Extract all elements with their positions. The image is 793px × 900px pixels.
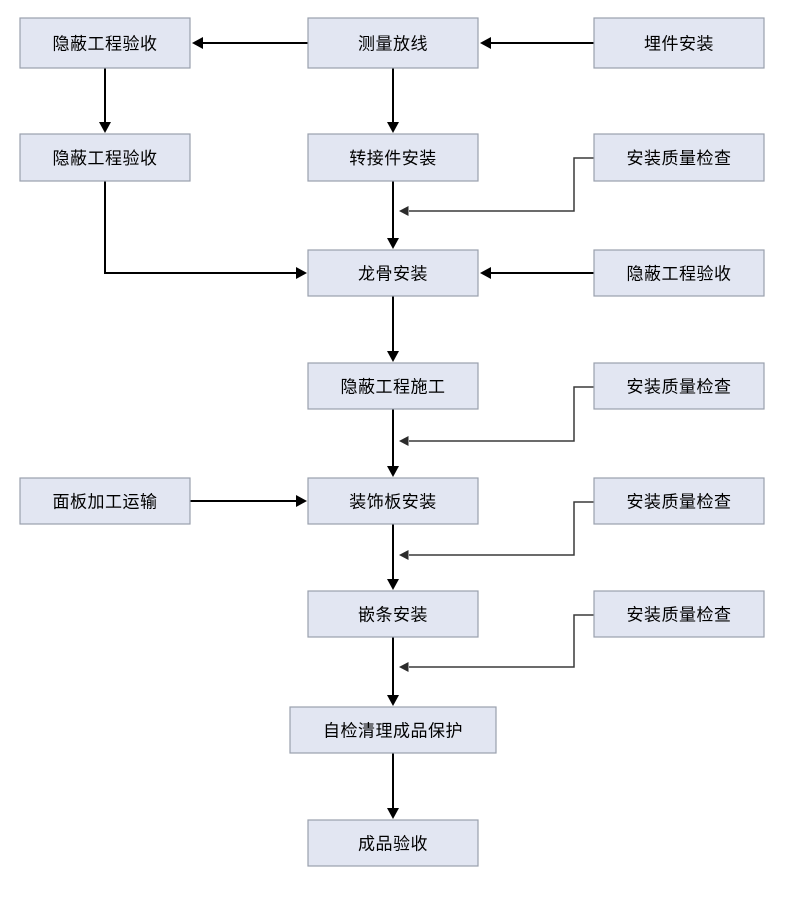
flow-node[interactable]: 转接件安装: [307, 133, 479, 182]
node-box[interactable]: [593, 590, 765, 638]
flow-node[interactable]: 面板加工运输: [19, 477, 191, 525]
arrowhead-icon: [387, 238, 399, 249]
flow-node[interactable]: 埋件安装: [593, 17, 765, 69]
node-label: 隐蔽工程验收: [53, 149, 158, 168]
node-box[interactable]: [307, 133, 479, 182]
arrowhead-icon: [387, 122, 399, 133]
flow-node[interactable]: 隐蔽工程验收: [593, 249, 765, 297]
node-box[interactable]: [19, 477, 191, 525]
node-label: 龙骨安装: [358, 265, 428, 284]
node-box[interactable]: [593, 362, 765, 410]
flow-node[interactable]: 隐蔽工程验收: [19, 133, 191, 182]
arrowhead-icon: [387, 695, 399, 706]
node-label: 装饰板安装: [349, 493, 437, 512]
node-label: 埋件安装: [644, 35, 714, 54]
node-box[interactable]: [307, 362, 479, 410]
arrowhead-icon: [399, 206, 409, 216]
flow-edge-n13-to-n12: [399, 501, 594, 560]
flow-node[interactable]: 安装质量检查: [593, 133, 765, 182]
arrowhead-icon: [387, 351, 399, 362]
flow-node[interactable]: 安装质量检查: [593, 590, 765, 638]
node-box[interactable]: [307, 819, 479, 867]
arrowhead-icon: [399, 436, 409, 446]
edge-layer: [99, 37, 594, 819]
node-box[interactable]: [593, 133, 765, 182]
flow-edge-n4-to-n7: [104, 181, 307, 279]
edge-line: [409, 157, 594, 212]
node-label: 嵌条安装: [358, 606, 428, 625]
flow-edge-n7-to-n9: [387, 296, 399, 362]
flow-edge-n2-to-n1: [192, 37, 308, 49]
flow-edge-n12-to-n14: [387, 524, 399, 590]
node-box[interactable]: [593, 249, 765, 297]
arrowhead-icon: [480, 267, 491, 279]
arrowhead-icon: [399, 662, 409, 672]
flow-node[interactable]: 安装质量检查: [593, 477, 765, 525]
node-label: 隐蔽工程施工: [341, 378, 446, 397]
node-layer: 隐蔽工程验收测量放线埋件安装隐蔽工程验收转接件安装安装质量检查龙骨安装隐蔽工程验…: [19, 17, 765, 867]
flow-edge-n6-to-n5: [399, 157, 594, 216]
flow-node[interactable]: 龙骨安装: [307, 249, 479, 297]
flow-edge-n9-to-n12: [387, 409, 399, 477]
node-label: 成品验收: [358, 835, 428, 854]
flow-edge-n5-to-n7: [387, 181, 399, 249]
arrowhead-icon: [480, 37, 491, 49]
flow-edge-n10-to-n9: [399, 386, 594, 446]
flow-node[interactable]: 隐蔽工程验收: [19, 17, 191, 69]
arrowhead-icon: [99, 122, 111, 133]
flow-node[interactable]: 装饰板安装: [307, 477, 479, 525]
flow-edge-n1-to-n4: [99, 68, 111, 133]
node-box[interactable]: [19, 133, 191, 182]
flow-node[interactable]: 安装质量检查: [593, 362, 765, 410]
flow-edge-n2-to-n5: [387, 68, 399, 133]
flow-node[interactable]: 测量放线: [307, 17, 479, 69]
flow-edge-n8-to-n7: [480, 267, 594, 279]
node-box[interactable]: [289, 706, 497, 754]
node-label: 隐蔽工程验收: [53, 35, 158, 54]
node-label: 隐蔽工程验收: [627, 265, 732, 284]
arrowhead-icon: [296, 495, 307, 507]
node-label: 自检清理成品保护: [323, 722, 463, 741]
node-label: 转接件安装: [349, 149, 437, 168]
flow-edge-n3-to-n2: [480, 37, 594, 49]
node-label: 安装质量检查: [627, 493, 732, 512]
node-label: 安装质量检查: [627, 606, 732, 625]
arrowhead-icon: [192, 37, 203, 49]
edge-line: [104, 181, 300, 274]
flow-node[interactable]: 成品验收: [307, 819, 479, 867]
node-label: 面板加工运输: [53, 493, 158, 512]
edge-line: [409, 501, 594, 556]
arrowhead-icon: [387, 808, 399, 819]
arrowhead-icon: [399, 550, 409, 560]
node-label: 测量放线: [358, 35, 428, 54]
flow-edge-n15-to-n14: [399, 614, 594, 672]
flow-node[interactable]: 自检清理成品保护: [289, 706, 497, 754]
node-box[interactable]: [307, 590, 479, 638]
arrowhead-icon: [387, 466, 399, 477]
flow-edge-n16-to-n17: [387, 753, 399, 819]
node-box[interactable]: [19, 17, 191, 69]
edge-line: [409, 386, 594, 442]
node-box[interactable]: [593, 17, 765, 69]
node-box[interactable]: [593, 477, 765, 525]
node-box[interactable]: [307, 17, 479, 69]
node-box[interactable]: [307, 249, 479, 297]
flow-edge-n14-to-n16: [387, 637, 399, 706]
flow-edge-n11-to-n12: [190, 495, 307, 507]
node-label: 安装质量检查: [627, 378, 732, 397]
edge-line: [409, 614, 594, 668]
flow-node[interactable]: 嵌条安装: [307, 590, 479, 638]
node-label: 安装质量检查: [627, 149, 732, 168]
node-box[interactable]: [307, 477, 479, 525]
arrowhead-icon: [296, 267, 307, 279]
flow-node[interactable]: 隐蔽工程施工: [307, 362, 479, 410]
arrowhead-icon: [387, 579, 399, 590]
